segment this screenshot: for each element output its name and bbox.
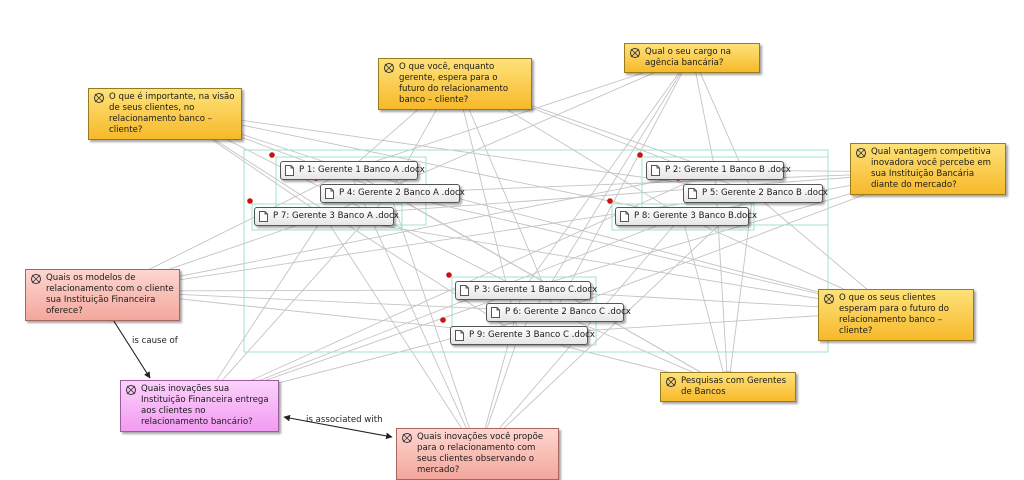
code-node-inovacoes-entrega[interactable]: Quais inovações sua Instituição Financei… <box>120 380 279 432</box>
code-icon <box>630 48 640 58</box>
node-marker <box>247 198 253 204</box>
code-node-label: Quais inovações você propõe para o relac… <box>417 432 544 475</box>
edge-line <box>389 192 883 311</box>
edge-line <box>389 192 475 442</box>
code-node-cargo[interactable]: Qual o seu cargo na agência bancária? <box>624 43 760 73</box>
edge-line <box>554 66 686 313</box>
code-node-label: O que é importante, na visão de seus cli… <box>109 92 235 135</box>
document-node-label: P 4: Gerente 2 Banco A .docx <box>339 188 465 198</box>
document-icon <box>491 307 500 318</box>
document-node-p2[interactable]: P 2: Gerente 1 Banco B .docx <box>646 161 791 180</box>
relation-label-associated: is associated with <box>306 415 383 425</box>
code-icon <box>126 385 136 395</box>
code-node-label: O que você, enquanto gerente, espera par… <box>399 62 509 105</box>
edge-line <box>323 215 883 312</box>
code-node-label: Quais inovações sua Instituição Financei… <box>141 384 269 427</box>
node-marker <box>440 317 446 323</box>
relation-label-cause: is cause of <box>132 336 178 346</box>
code-node-label: Qual o seu cargo na agência bancária? <box>645 47 732 68</box>
edge-line <box>752 192 886 305</box>
group-frame <box>611 203 755 231</box>
document-node-label: P 1: Gerente 1 Banco A .docx <box>299 165 425 175</box>
node-marker <box>446 272 452 278</box>
document-node-p3[interactable]: P 3: Gerente 1 Banco C.docx <box>455 281 597 300</box>
code-node-label: Quais os modelos de relacionamento com o… <box>46 273 174 316</box>
edge-line <box>115 288 556 313</box>
node-marker <box>269 152 275 158</box>
edge-line <box>178 109 754 194</box>
document-node-label: P 3: Gerente 1 Banco C.docx <box>474 285 598 295</box>
code-node-label: Pesquisas com Gerentes de Bancos <box>681 376 787 397</box>
edge-line <box>209 192 391 396</box>
document-icon <box>259 211 268 222</box>
document-node-label: P 2: Gerente 1 Banco B .docx <box>665 165 791 175</box>
edge-line <box>323 170 915 217</box>
document-node-label: P 6: Gerente 2 Banco C .docx <box>505 307 631 317</box>
document-icon <box>325 188 334 199</box>
code-icon <box>94 93 104 103</box>
edge-line <box>522 65 685 291</box>
edge-line <box>323 215 471 443</box>
document-icon <box>688 188 697 199</box>
edge-line <box>522 173 916 291</box>
code-icon <box>402 433 412 443</box>
group-frame <box>251 203 403 231</box>
document-node-label: P 7: Gerente 3 Banco A .docx <box>273 211 399 221</box>
document-node-p9[interactable]: P 9: Gerente 3 Banco C .docx <box>450 326 595 345</box>
document-icon <box>455 330 464 341</box>
document-node-p7[interactable]: P 7: Gerente 3 Banco A .docx <box>254 207 399 226</box>
edge-line <box>459 88 556 313</box>
document-icon <box>285 165 294 176</box>
edge-line <box>554 311 716 383</box>
edge-line <box>554 174 916 313</box>
edge-line <box>115 169 716 291</box>
code-node-importante[interactable]: O que é importante, na visão de seus cli… <box>88 88 242 140</box>
document-node-p8[interactable]: P 8: Gerente 3 Banco B.docx <box>615 207 757 226</box>
relation-edge-associated <box>283 414 393 440</box>
edge-line <box>681 215 726 377</box>
code-node-modelos[interactable]: Quais os modelos de relacionamento com o… <box>25 269 180 321</box>
code-icon <box>31 274 41 284</box>
document-node-label: P 9: Gerente 3 Banco C .docx <box>469 330 595 340</box>
edge-line <box>207 215 325 395</box>
code-node-clientes-esperam[interactable]: O que os seus clientes esperam para o fu… <box>818 289 974 341</box>
node-marker <box>637 152 643 158</box>
edge-line <box>114 169 350 288</box>
group-frame <box>243 149 829 353</box>
edge-line <box>693 67 716 171</box>
code-node-pesquisas[interactable]: Pesquisas com Gerentes de Bancos <box>660 372 796 402</box>
edge-line <box>481 334 520 442</box>
code-node-inovacoes-propoe[interactable]: Quais inovações você propõe para o relac… <box>396 428 559 480</box>
code-icon <box>384 63 394 73</box>
code-node-label: O que os seus clientes esperam para o fu… <box>839 293 949 336</box>
code-icon <box>666 377 676 387</box>
document-icon <box>651 165 660 176</box>
document-node-label: P 5: Gerente 2 Banco B .docx <box>702 188 828 198</box>
node-marker <box>607 198 613 204</box>
code-icon <box>856 148 866 158</box>
code-node-vantagem[interactable]: Qual vantagem competitiva inovadora você… <box>850 143 1006 195</box>
document-icon <box>620 211 629 222</box>
document-icon <box>460 285 469 296</box>
edge-line <box>178 110 683 217</box>
document-node-label: P 8: Gerente 3 Banco B.docx <box>634 211 758 221</box>
document-node-p4[interactable]: P 4: Gerente 2 Banco A .docx <box>320 184 465 203</box>
code-node-futuro-gerente[interactable]: O que você, enquanto gerente, espera par… <box>378 58 532 110</box>
edge-line <box>348 60 680 171</box>
relation-layer <box>109 314 393 440</box>
relation-edge-cause <box>109 314 151 379</box>
document-node-p5[interactable]: P 5: Gerente 2 Banco B .docx <box>683 184 828 203</box>
document-node-p6[interactable]: P 6: Gerente 2 Banco C .docx <box>486 303 631 322</box>
code-icon <box>824 294 834 304</box>
code-node-label: Qual vantagem competitiva inovadora você… <box>871 147 992 190</box>
document-node-p1[interactable]: P 1: Gerente 1 Banco A .docx <box>280 161 425 180</box>
